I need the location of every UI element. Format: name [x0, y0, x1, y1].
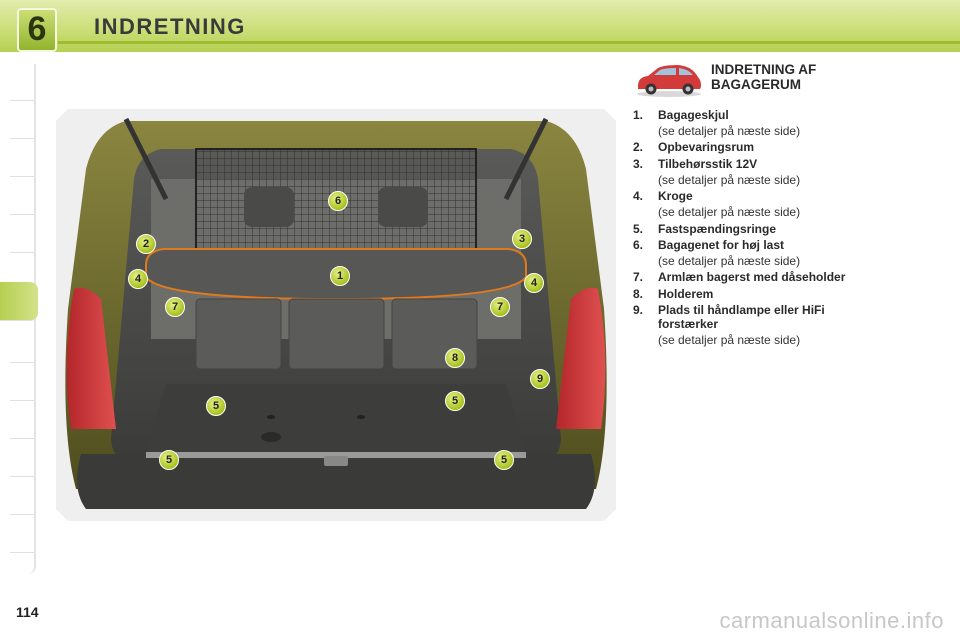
- page-number: 114: [16, 604, 39, 620]
- item-label: Kroge: [658, 189, 693, 204]
- item-number: 9.: [633, 303, 644, 318]
- callout-4: 4: [524, 273, 544, 293]
- list-item: 2. Opbevaringsrum: [633, 140, 953, 154]
- chapter-tab-strip: [0, 64, 38, 574]
- list-item: 7. Armlæn bagerst med dåseholder: [633, 270, 953, 284]
- list-item: 4. Kroge (se detaljer på næste side): [633, 189, 953, 219]
- item-note: (se detaljer på næste side): [658, 253, 801, 268]
- item-number: 5.: [633, 221, 644, 236]
- section-title: INDRETNING AF BAGAGERUM: [711, 62, 816, 92]
- section-title-line2: BAGAGERUM: [711, 77, 801, 92]
- chapter-tab[interactable]: [10, 402, 34, 439]
- chapter-tab[interactable]: [10, 478, 34, 515]
- section-title-line1: INDRETNING AF: [711, 62, 817, 77]
- item-note: (se detaljer på næste side): [658, 333, 801, 348]
- chapter-badge: 6: [17, 8, 57, 52]
- list-item: 6. Bagagenet for høj last (se detaljer p…: [633, 238, 953, 268]
- callout-7: 7: [165, 297, 185, 317]
- chapter-tab[interactable]: [10, 102, 34, 139]
- callout-5: 5: [206, 396, 226, 416]
- callout-7: 7: [490, 297, 510, 317]
- list-item: 9. Plads til håndlampe eller HiFi forstæ…: [633, 303, 953, 347]
- trunk-drawing: [56, 109, 616, 521]
- item-label: Armlæn bagerst med dåseholder: [658, 270, 846, 285]
- callout-1: 1: [330, 266, 350, 286]
- item-label: Plads til håndlampe eller HiFi forstærke…: [658, 303, 825, 332]
- item-number: 2.: [633, 140, 644, 155]
- chapter-tab-active[interactable]: [0, 282, 38, 321]
- list-item: 1. Bagageskjul (se detaljer på næste sid…: [633, 108, 953, 138]
- item-list: 1. Bagageskjul (se detaljer på næste sid…: [633, 108, 953, 350]
- callout-8: 8: [445, 348, 465, 368]
- item-label: Bagageskjul: [658, 108, 729, 122]
- callout-9: 9: [530, 369, 550, 389]
- list-item: 5. Fastspændingsringe: [633, 222, 953, 236]
- item-number: 7.: [633, 270, 644, 285]
- item-number: 3.: [633, 156, 644, 171]
- item-label: Opbevaringsrum: [658, 140, 755, 155]
- item-label: Bagagenet for høj last: [658, 237, 785, 252]
- car-icon: [634, 62, 704, 98]
- item-label: Tilbehørsstik 12V: [658, 156, 758, 171]
- item-label: Holderem: [658, 286, 714, 301]
- chapter-tab[interactable]: [10, 364, 34, 401]
- chapter-tab[interactable]: [10, 326, 34, 363]
- callout-4: 4: [128, 269, 148, 289]
- item-note: (se detaljer på næste side): [658, 172, 801, 187]
- callout-6: 6: [328, 191, 348, 211]
- callout-5: 5: [445, 391, 465, 411]
- item-note: (se detaljer på næste side): [658, 205, 801, 220]
- callout-3: 3: [512, 229, 532, 249]
- trunk-illustration: 1 2 3 4 4 5 5 5 5 6 7 7 8 9: [56, 109, 616, 521]
- watermark: carmanualsonline.info: [719, 608, 944, 633]
- item-number: 6.: [633, 237, 644, 252]
- chapter-tab[interactable]: [10, 178, 34, 215]
- item-number: 1.: [633, 108, 644, 122]
- chapter-tab[interactable]: [10, 140, 34, 177]
- callout-5: 5: [494, 450, 514, 470]
- item-note: (se detaljer på næste side): [658, 124, 801, 138]
- chapter-header: 6 INDRETNING: [0, 0, 960, 52]
- header-rule: [58, 41, 960, 44]
- callout-5: 5: [159, 450, 179, 470]
- list-item: 3. Tilbehørsstik 12V (se detaljer på næs…: [633, 157, 953, 187]
- chapter-tab[interactable]: [10, 516, 34, 553]
- item-number: 8.: [633, 286, 644, 301]
- chapter-title: INDRETNING: [94, 14, 246, 39]
- callout-2: 2: [136, 234, 156, 254]
- chapter-tab[interactable]: [10, 64, 34, 101]
- chapter-tab[interactable]: [10, 216, 34, 253]
- item-label: Fastspændingsringe: [658, 221, 777, 236]
- item-number: 4.: [633, 189, 644, 204]
- chapter-tab[interactable]: [10, 440, 34, 477]
- chapter-number: 6: [27, 10, 47, 48]
- list-item: 8. Holderem: [633, 287, 953, 301]
